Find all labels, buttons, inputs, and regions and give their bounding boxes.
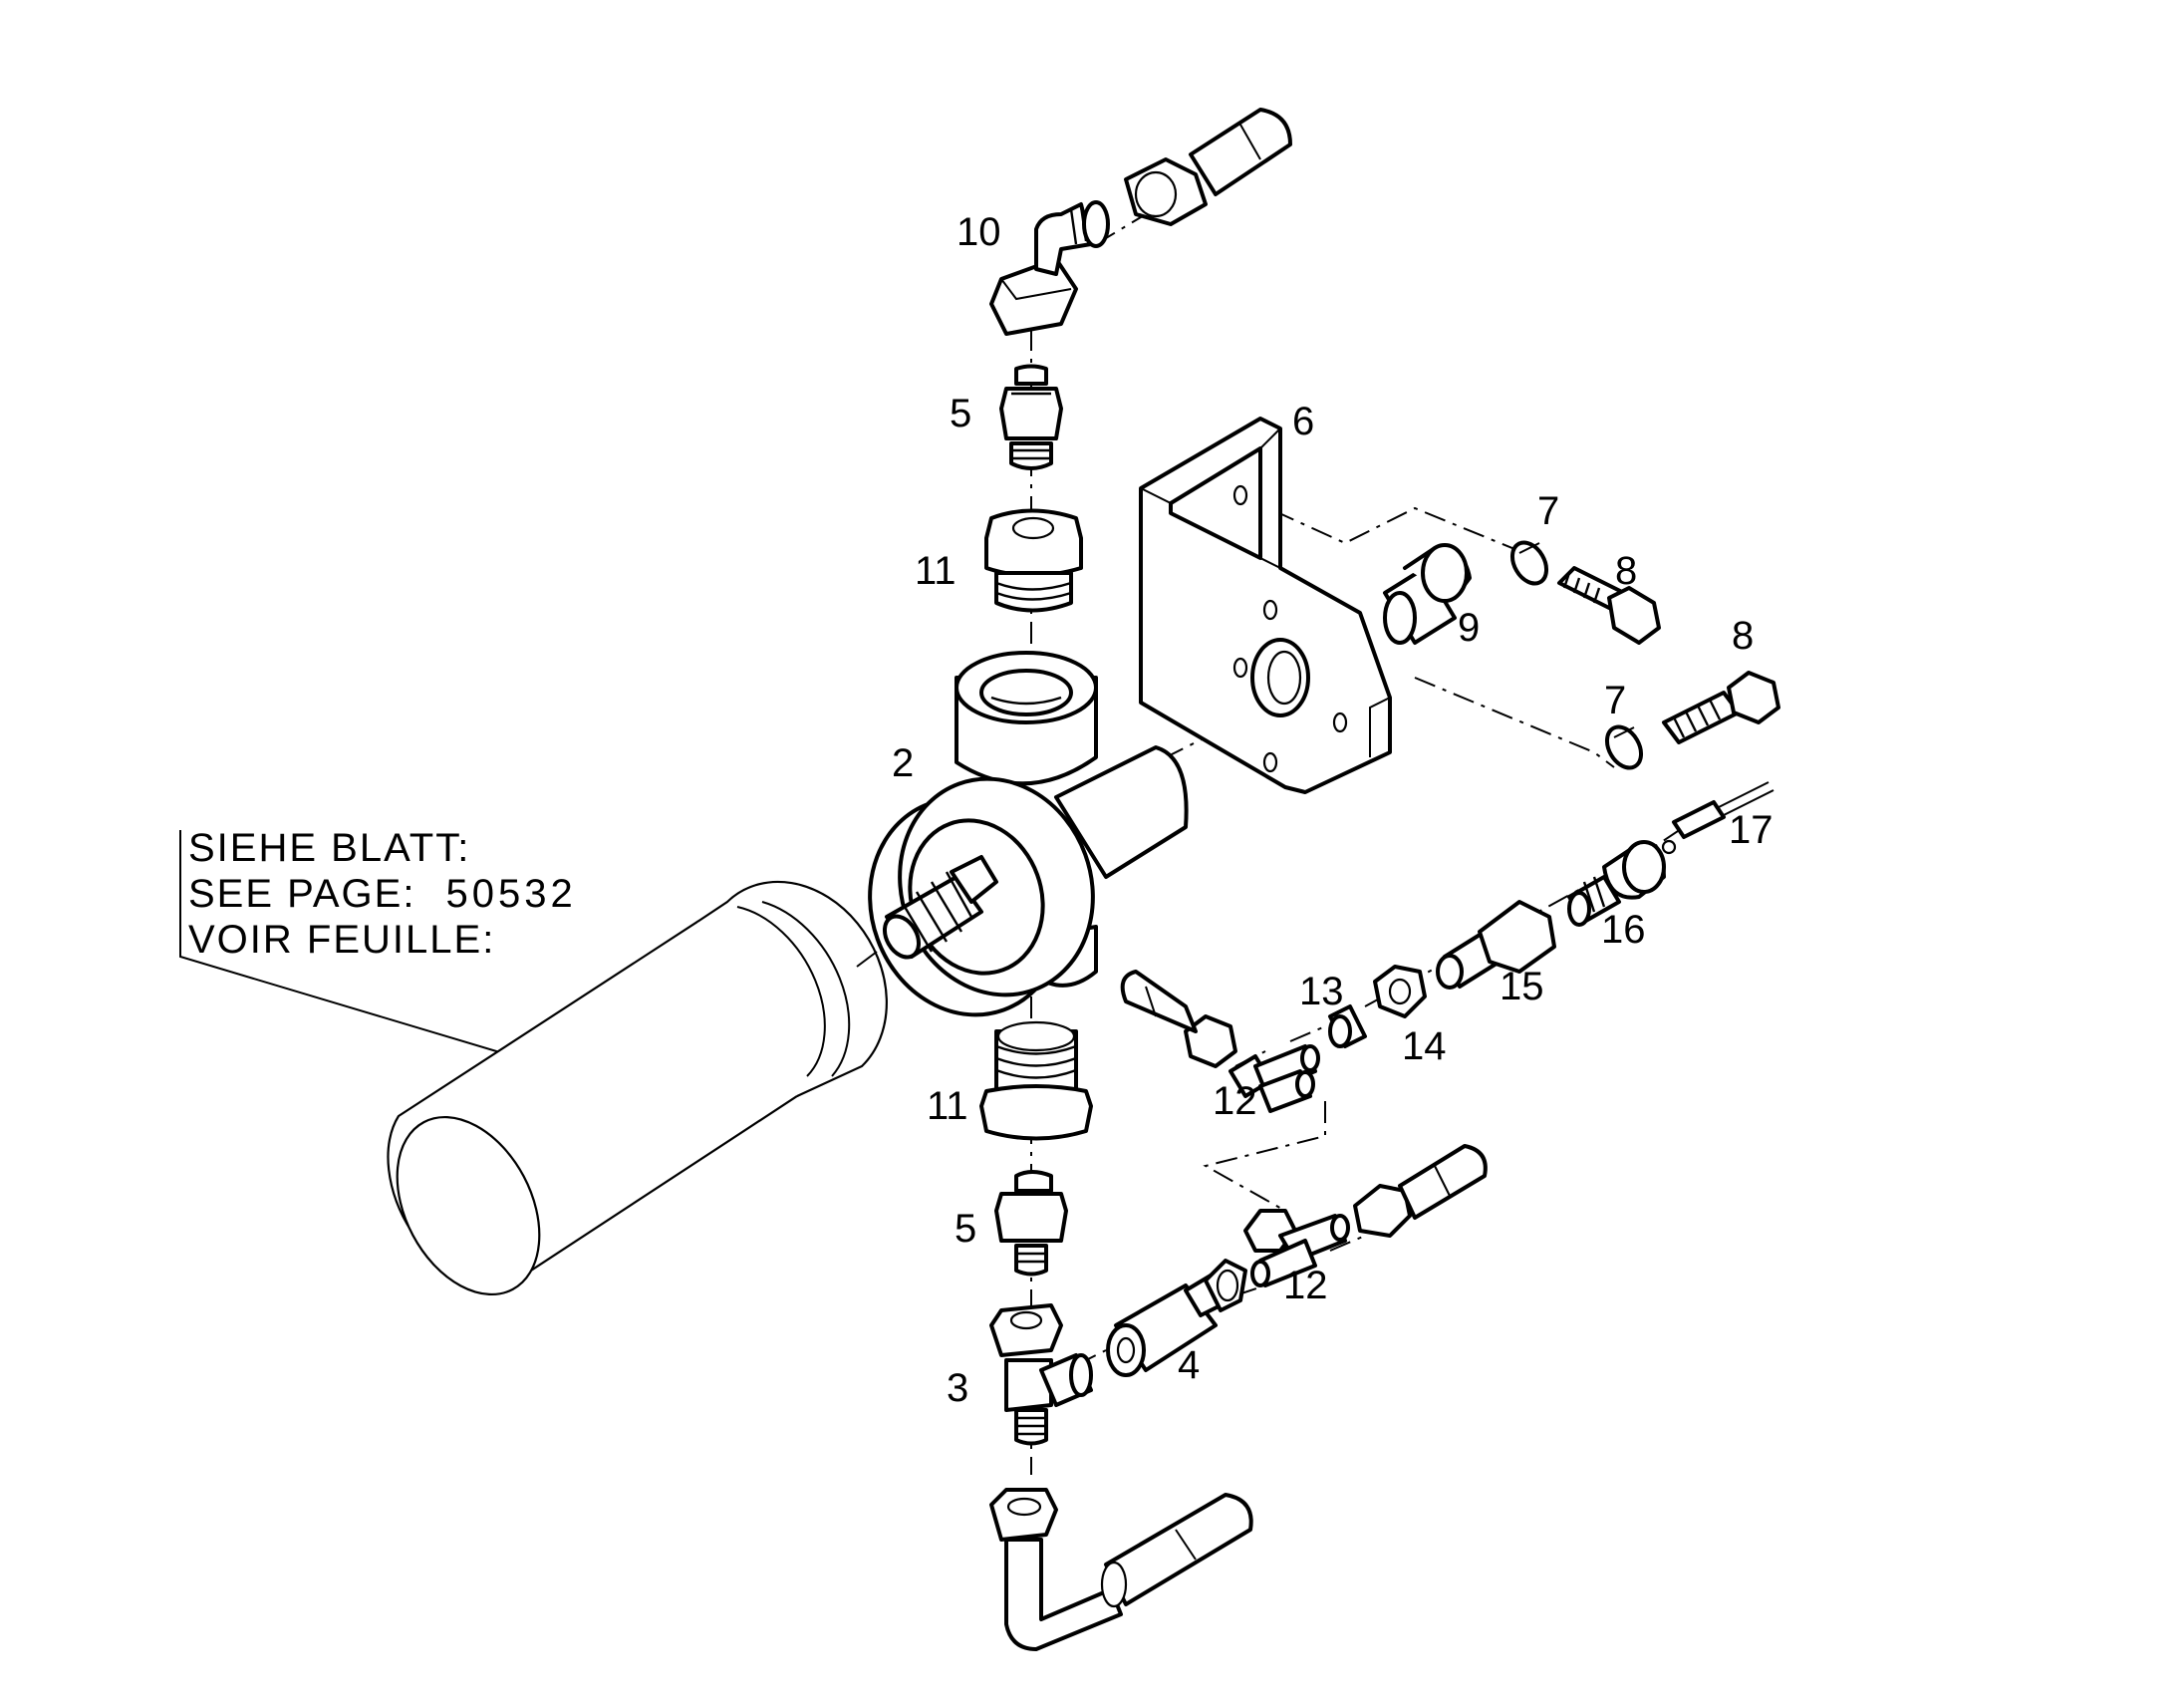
reference-page-number: 50532 — [445, 872, 577, 916]
callout-9: 9 — [1458, 606, 1481, 650]
adapter-upper — [984, 508, 1083, 613]
reference-line-french: VOIR FEUILLE: — [188, 918, 496, 962]
callout-12-lower: 12 — [1283, 1264, 1328, 1307]
reference-english-label: SEE PAGE: — [188, 872, 416, 916]
cross-reference-note: SIEHE BLATT: SEE PAGE: 50532 VOIR FEUILLE… — [188, 825, 577, 963]
callout-10: 10 — [956, 210, 1001, 254]
hex-nut — [1373, 965, 1427, 1018]
elbow-fitting — [989, 200, 1110, 336]
connector — [1106, 1259, 1247, 1377]
spring-washer-upper — [1509, 540, 1549, 586]
reference-line-german: SIEHE BLATT: — [188, 826, 471, 870]
oil-filter-cartridge — [387, 880, 888, 1296]
callout-2: 2 — [892, 741, 915, 785]
reference-line-english: SEE PAGE: 50532 — [188, 871, 577, 917]
callout-11-lower: 11 — [927, 1084, 968, 1128]
callout-14: 14 — [1402, 1024, 1447, 1068]
callout-7-lower: 7 — [1604, 679, 1627, 722]
tee-fitting — [989, 1303, 1093, 1446]
callout-15: 15 — [1500, 965, 1544, 1008]
callout-17: 17 — [1729, 808, 1774, 852]
nipple-lower — [994, 1170, 1068, 1277]
hex-bolt-lower — [1662, 671, 1780, 744]
callout-11-upper: 11 — [915, 549, 956, 593]
pressure-switch — [1567, 839, 1677, 927]
pipe-nut-lower-right — [1353, 1144, 1488, 1238]
plug — [1383, 543, 1472, 645]
adapter-lower — [979, 1020, 1093, 1141]
nipple-upper — [999, 364, 1063, 470]
cable-terminal — [1672, 781, 1774, 839]
callout-6: 6 — [1292, 400, 1315, 443]
callout-8-upper: 8 — [1615, 549, 1638, 593]
filter-head — [868, 651, 1189, 1017]
callout-5-upper: 5 — [950, 392, 972, 435]
sealing-ring — [1328, 1004, 1367, 1048]
callout-4: 4 — [1178, 1343, 1201, 1387]
callout-12-upper: 12 — [1213, 1079, 1257, 1123]
reducer-union — [1436, 900, 1556, 990]
callout-13: 13 — [1299, 970, 1344, 1013]
spring-washer-lower — [1604, 724, 1644, 770]
pipe-nut-upper-left — [1120, 970, 1237, 1068]
callout-8-lower: 8 — [1732, 614, 1755, 658]
upper-pipe-nut — [1124, 108, 1292, 226]
lower-pipe-assembly — [989, 1488, 1253, 1651]
callout-7-upper: 7 — [1537, 489, 1560, 533]
mounting-bracket — [1139, 417, 1392, 794]
callout-5-lower: 5 — [955, 1207, 977, 1251]
hex-bolt-upper — [1557, 566, 1661, 645]
callout-3: 3 — [947, 1366, 969, 1410]
callout-16: 16 — [1601, 908, 1646, 952]
tee-fitting-lower — [1243, 1209, 1350, 1287]
tee-fitting-upper — [1228, 1044, 1320, 1113]
